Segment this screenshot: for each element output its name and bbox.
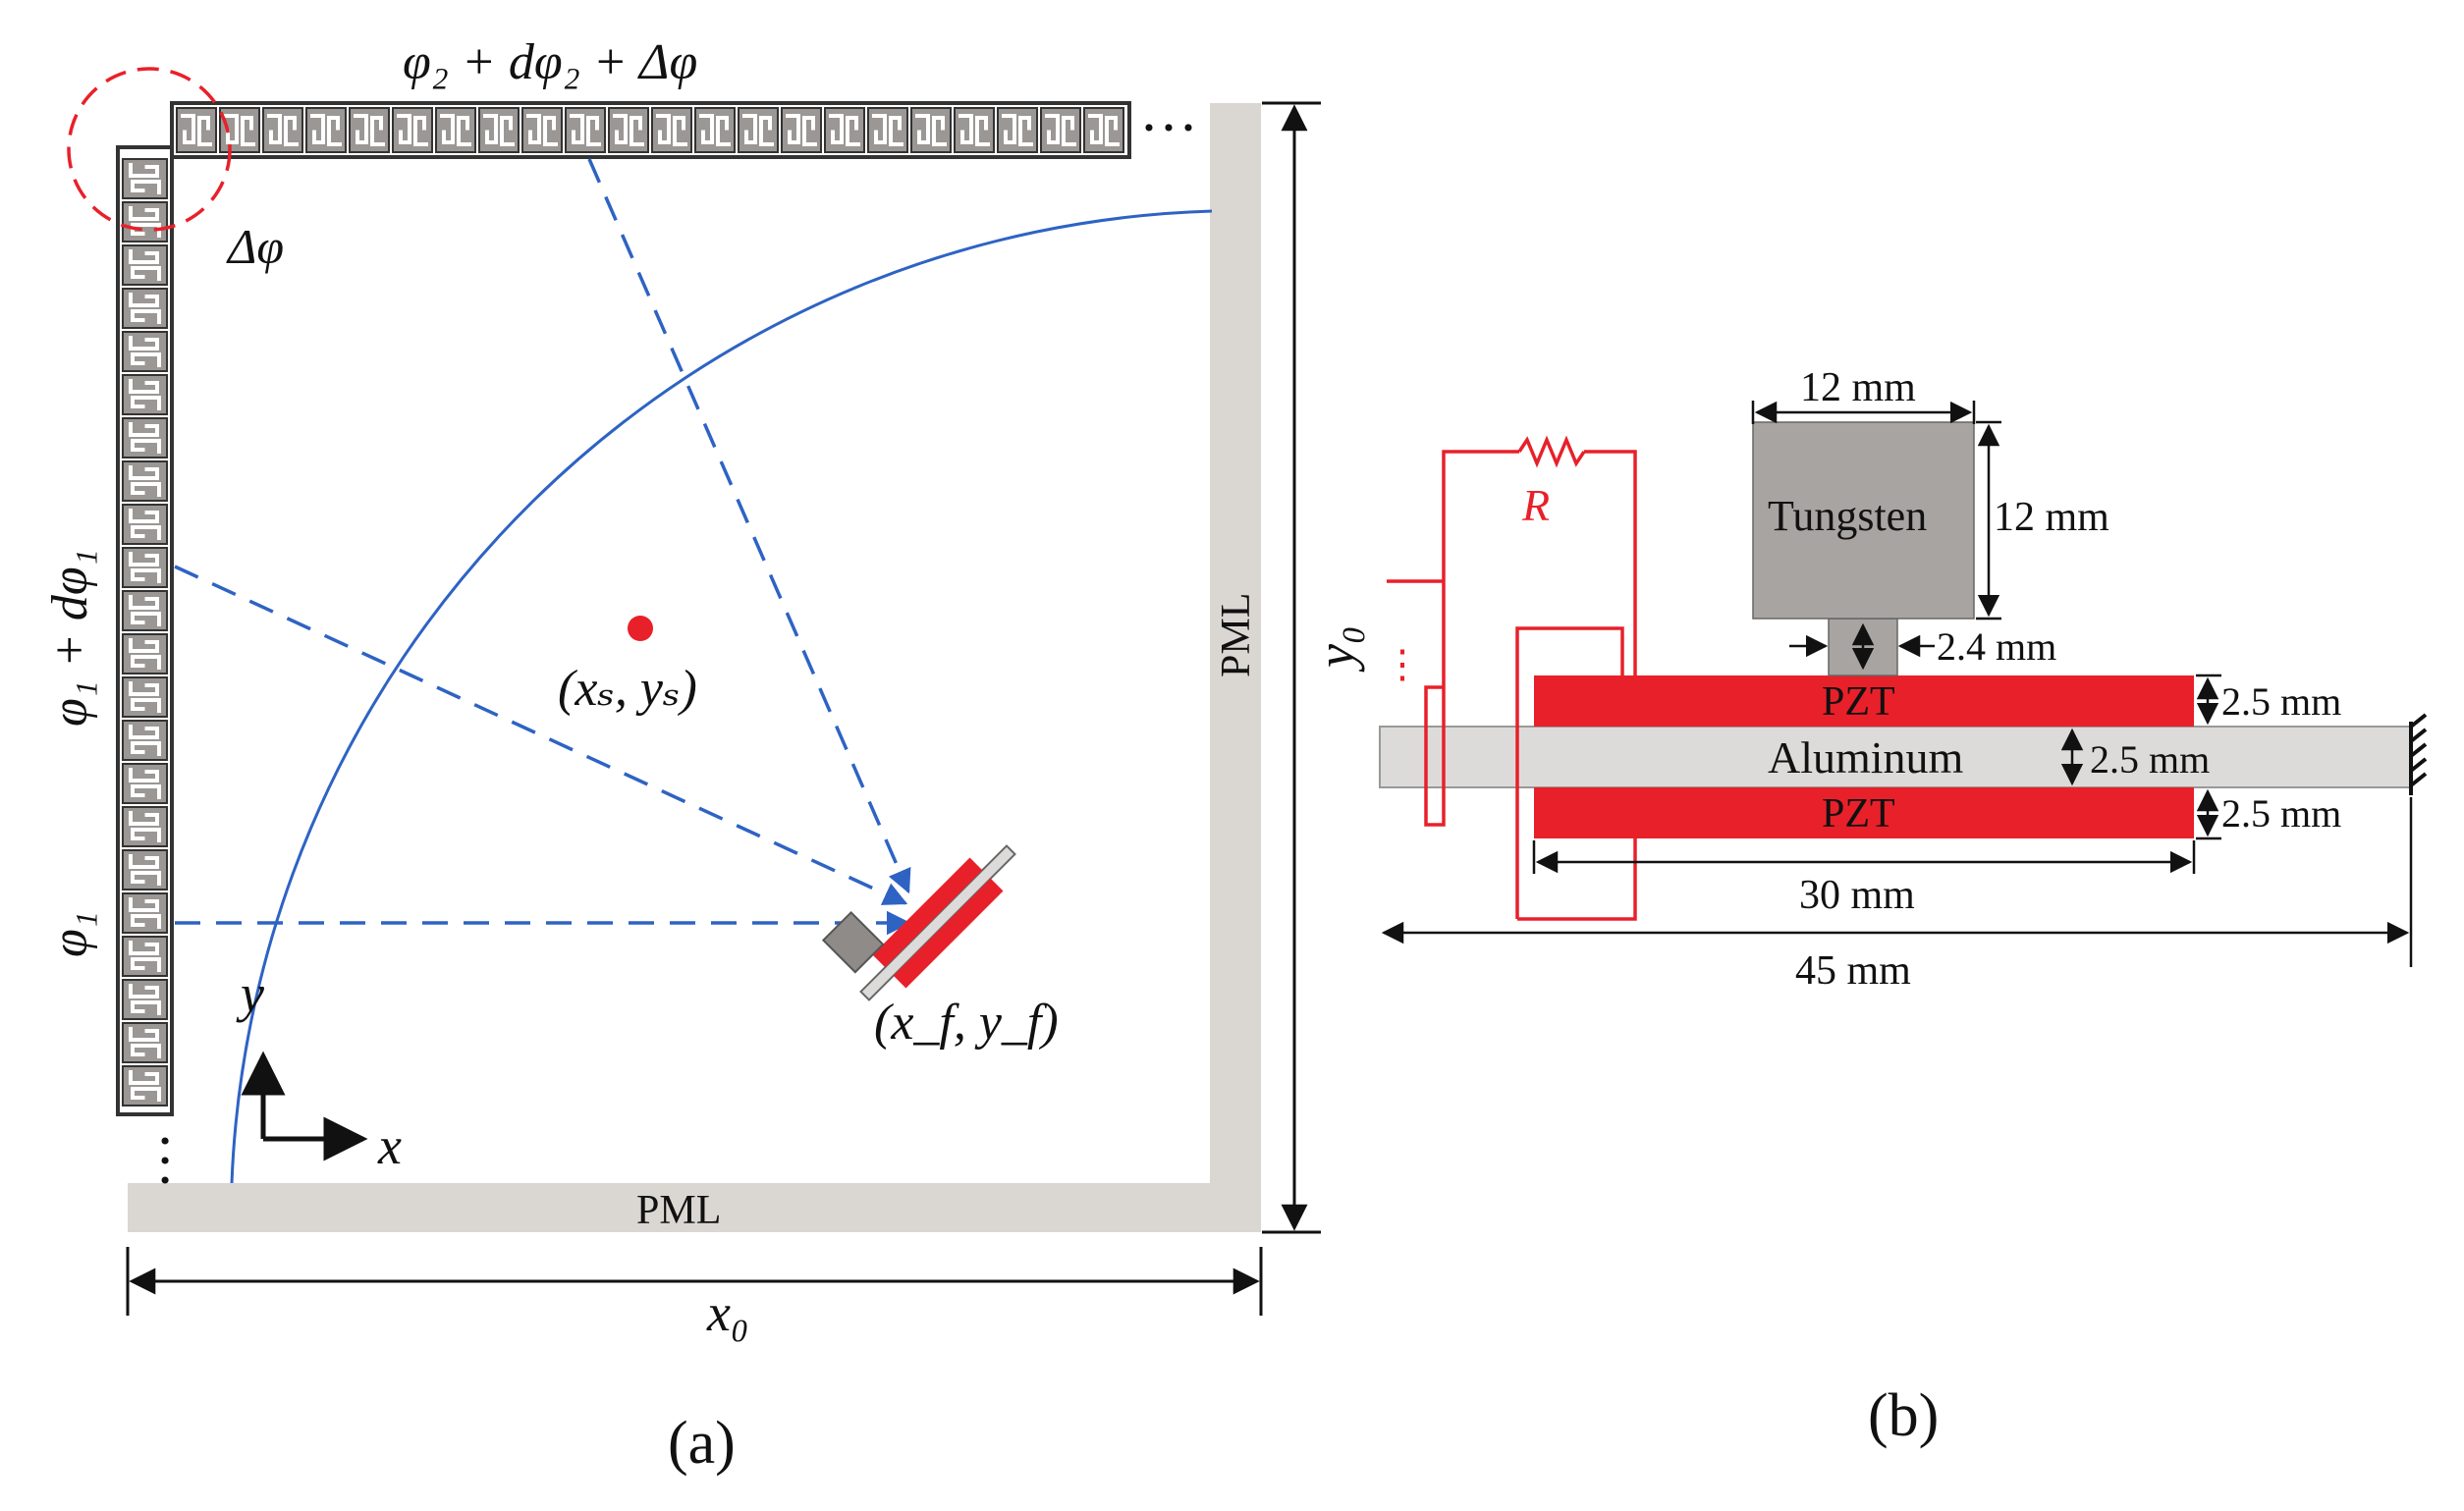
pzt-bottom-thickness-dimension xyxy=(2196,788,2221,840)
panel-b-harvester: Aluminum PZT PZT Tungsten ⋮ xyxy=(1379,365,2428,1449)
stem-width-label: 2.4 mm xyxy=(1937,624,2056,669)
resistor-label: R xyxy=(1521,480,1550,530)
resistor-zigzag xyxy=(1517,435,1586,468)
y0-dimension xyxy=(1262,101,1321,1234)
beam-length-dimension xyxy=(1381,797,2413,967)
source-point xyxy=(628,616,653,641)
aluminum-beam xyxy=(1379,726,2412,788)
axis-x-label: x xyxy=(377,1116,402,1175)
harvester-label: (x_f, y_f) xyxy=(874,995,1059,1051)
electrical-circuit xyxy=(1387,435,1637,921)
tungsten-height-dimension xyxy=(1976,420,2001,621)
corner-highlight-circle xyxy=(67,67,232,232)
pzt-top-label: PZT xyxy=(1822,679,1895,725)
pzt-top-thickness-label: 2.5 mm xyxy=(2221,679,2341,724)
pzt-top-thickness-dimension xyxy=(2196,674,2221,726)
harvester-icon xyxy=(821,844,1016,1001)
stem-width-dimension xyxy=(1789,622,1935,671)
pzt-bottom-thickness-label: 2.5 mm xyxy=(2221,791,2341,836)
tungsten-mass xyxy=(1752,421,1975,620)
source-label: (xₛ, yₛ) xyxy=(558,661,697,717)
delta-phi-label: Δφ xyxy=(226,219,284,274)
coordinate-axes xyxy=(241,1051,368,1161)
beam-length-label: 45 mm xyxy=(1795,948,1911,994)
x0-label: x₀ xyxy=(706,1283,749,1342)
tungsten-height-label: 12 mm xyxy=(1994,495,2109,540)
focusing-rays xyxy=(174,158,911,936)
pml-right-label: PML xyxy=(1214,593,1259,677)
y0-label: y₀ xyxy=(1306,625,1365,673)
left-phase-label-upper: φ₁ + dφ₁ xyxy=(42,549,98,727)
terminal-marks: ⋮ xyxy=(1383,642,1422,686)
aluminum-thickness-label: 2.5 mm xyxy=(2090,737,2210,782)
pzt-bottom-label: PZT xyxy=(1822,791,1895,836)
pzt-top-layer xyxy=(1534,675,2194,727)
tungsten-label: Tungsten xyxy=(1768,492,1927,540)
metamaterial-strip-left xyxy=(116,145,174,1116)
wavefront-arc xyxy=(230,209,1213,1184)
pml-bottom-layer xyxy=(128,1183,1261,1232)
ray-from-top xyxy=(587,158,911,894)
pzt-bottom-layer xyxy=(1534,787,2194,838)
x0-dimension xyxy=(126,1247,1263,1316)
top-ellipsis: ··· xyxy=(1139,95,1198,160)
pml-bottom-label: PML xyxy=(636,1188,721,1233)
pzt-length-dimension xyxy=(1532,840,2196,874)
metamaterial-strip-top xyxy=(170,101,1131,159)
clamp-support xyxy=(2409,713,2428,795)
panel-a-domain: ··· ··· Δφ (xₛ, yₛ) (x_f, y_f) y xyxy=(42,34,1365,1477)
axis-y-label: y xyxy=(236,964,264,1023)
panel-b-caption: (b) xyxy=(1868,1382,1939,1449)
ray-from-left-upper xyxy=(174,565,908,905)
tungsten-width-label: 12 mm xyxy=(1800,365,1916,410)
pzt-length-label: 30 mm xyxy=(1799,873,1915,918)
aluminum-label: Aluminum xyxy=(1768,732,1964,782)
pml-right-layer xyxy=(1210,103,1261,1232)
left-phase-label-lower: φ₁ xyxy=(42,911,98,957)
panel-a-caption: (a) xyxy=(668,1410,736,1477)
left-ellipsis: ··· xyxy=(133,1131,197,1190)
top-phase-label: φ₂ + dφ₂ + Δφ xyxy=(403,34,697,90)
tungsten-width-dimension xyxy=(1751,401,1976,424)
